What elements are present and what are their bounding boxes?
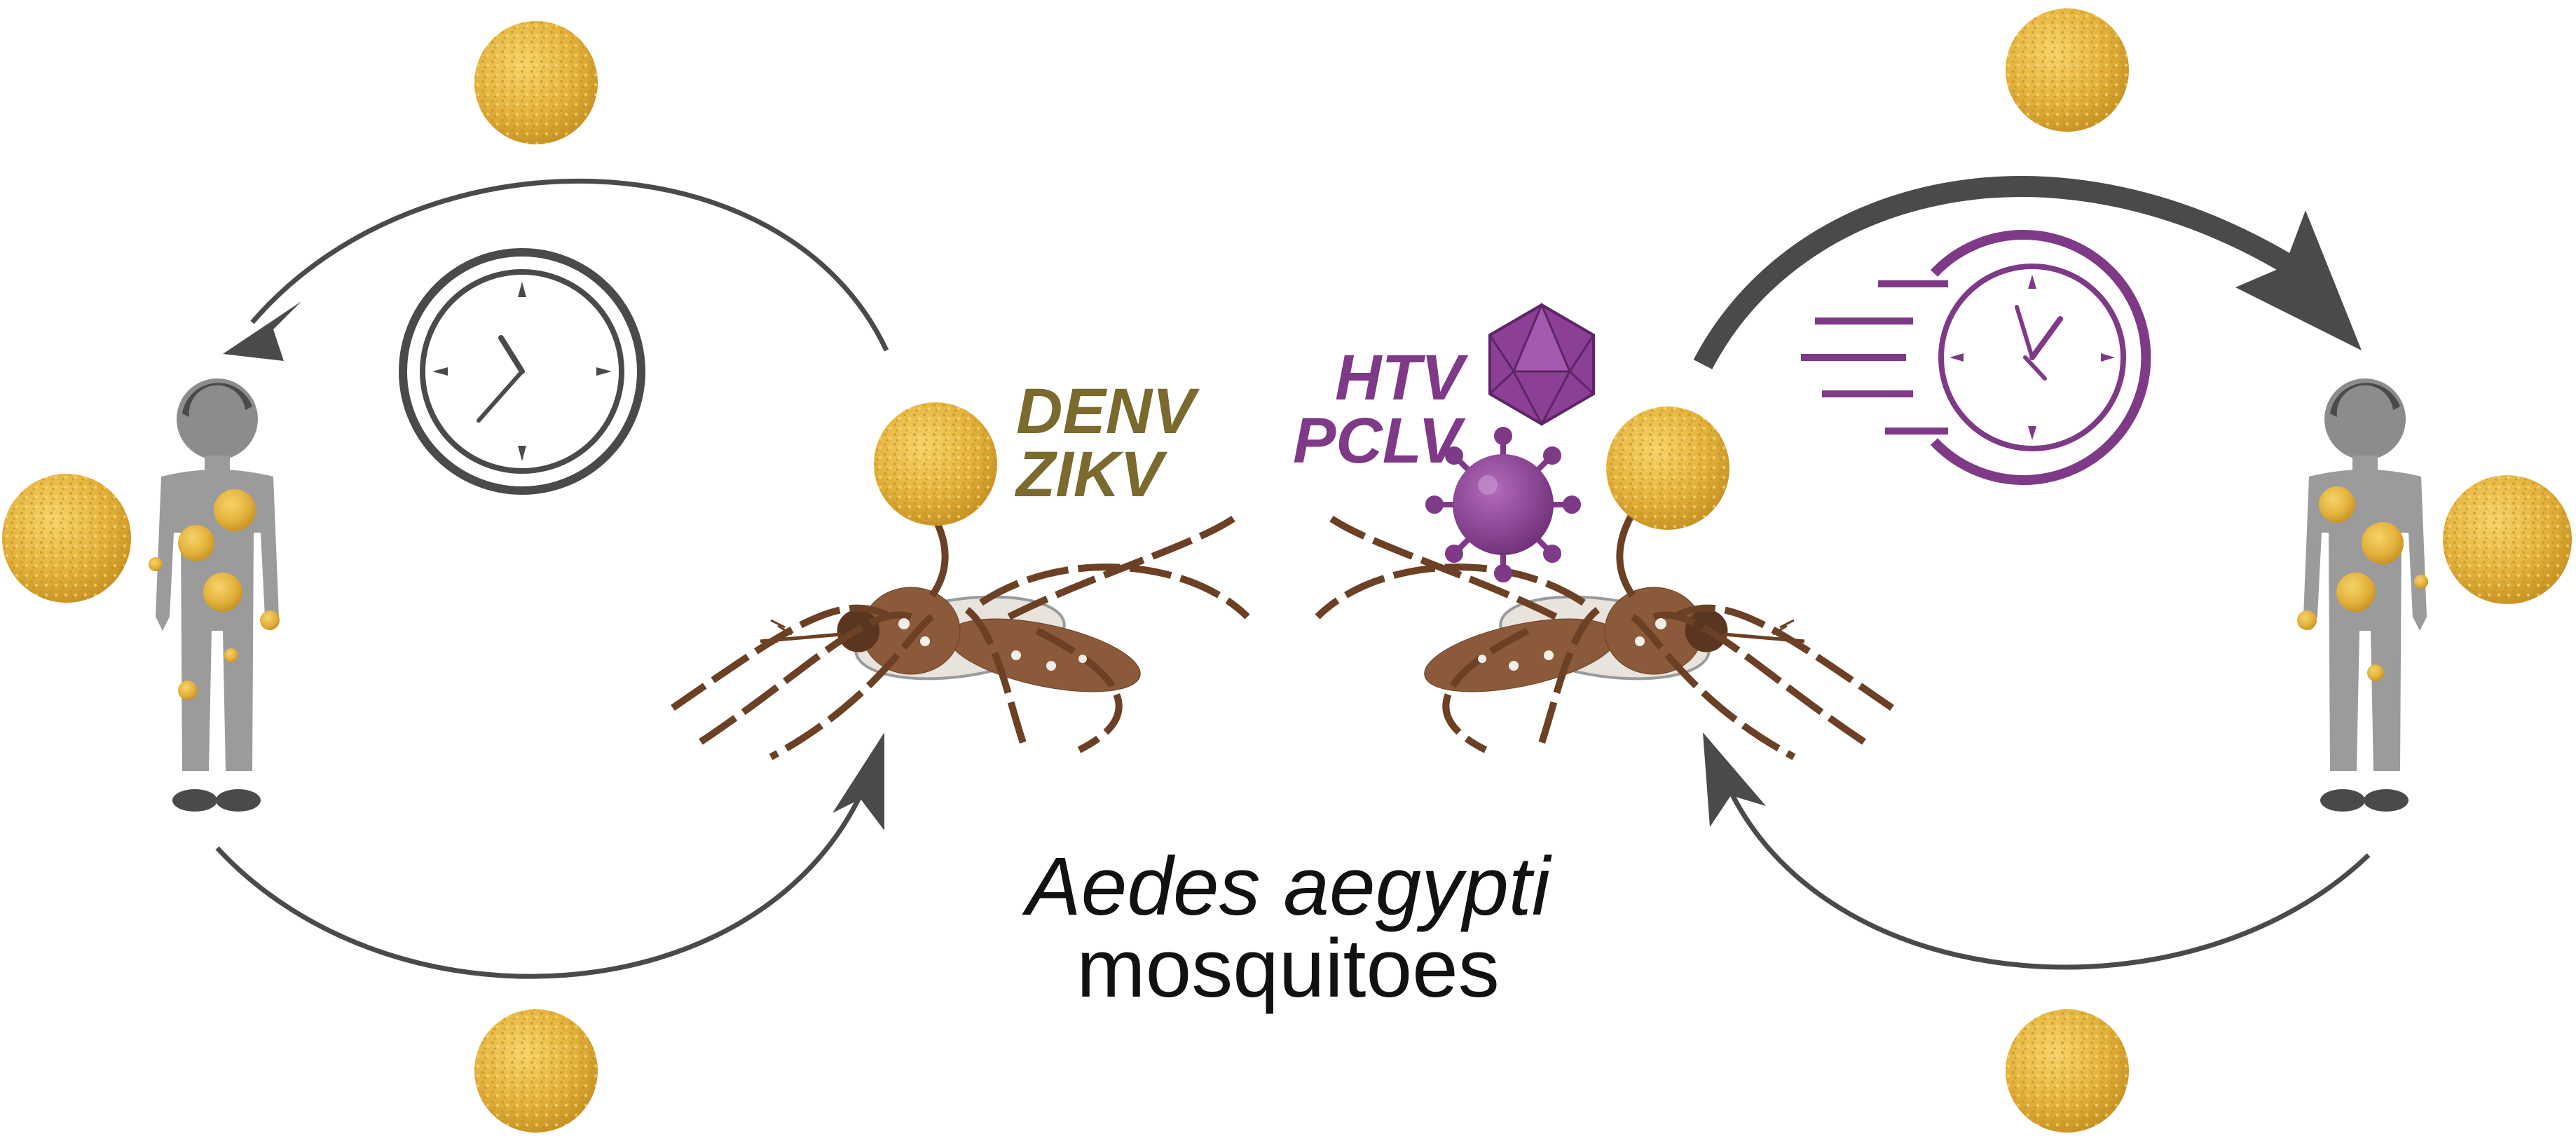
arrow-human-to-mosquito-right [1728, 791, 2371, 970]
mosquito-left [671, 459, 1250, 760]
label-htv: HTV [1335, 342, 1469, 414]
virion-bottom-left [474, 1009, 598, 1133]
virion-side-left [2, 474, 131, 603]
label-zikv: ZIKV [1014, 439, 1167, 510]
spiked-virus-icon [1425, 427, 1581, 582]
arrow-mosquito-to-human-right-fast [1693, 176, 2297, 369]
clock-icon [399, 248, 645, 495]
species-label: Aedes aegypti [1022, 840, 1552, 933]
virion-top-right [2006, 8, 2129, 132]
arrow-human-to-mosquito-left [215, 791, 865, 979]
virion-side-right [2443, 475, 2572, 604]
fast-clock-icon [1801, 230, 2151, 485]
human-left [149, 378, 280, 812]
left-cycle: DENV ZIKV [2, 21, 1250, 1133]
icosahedral-virus-icon [1488, 302, 1595, 427]
right-cycle: HTV PCLV [1293, 8, 2572, 1133]
label-denv: DENV [1016, 376, 1200, 447]
human-right [2297, 378, 2428, 812]
label-pclv: PCLV [1293, 405, 1466, 477]
arrowhead-right-top [2235, 210, 2362, 350]
virion-mosquito-right [1606, 406, 1729, 530]
arrowhead-left-bottom [833, 732, 884, 831]
virion-bottom-right [2006, 1009, 2129, 1133]
mosquito-right [1315, 459, 1894, 760]
arrowhead-right-bottom [1703, 732, 1766, 827]
virion-mosquito-left [874, 402, 997, 526]
arrow-mosquito-to-human-left [250, 178, 889, 352]
virion-top-left [474, 21, 598, 144]
arrowhead-left-top [223, 301, 301, 361]
organism-label: mosquitoes [1076, 922, 1499, 1015]
